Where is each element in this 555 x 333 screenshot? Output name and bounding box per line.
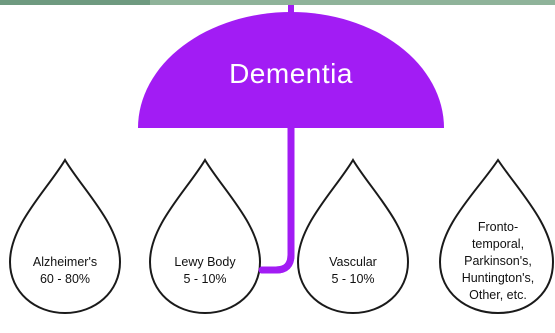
umbrella-handle-hook [262, 240, 291, 270]
drop-vascular [298, 160, 408, 313]
drop-label-vascular: Vascular 5 - 10% [303, 254, 403, 288]
drop-label-lewy-body: Lewy Body 5 - 10% [155, 254, 255, 288]
drop-lewy-body [150, 160, 260, 313]
umbrella-handle [262, 126, 291, 270]
drop-label-alzheimers: Alzheimer's 60 - 80% [15, 254, 115, 288]
drop-label-other: Fronto- temporal, Parkinson's, Huntingto… [443, 219, 553, 304]
drop-alzheimers [10, 160, 120, 313]
top-strip-shade [0, 0, 150, 5]
umbrella-title: Dementia [196, 58, 386, 90]
